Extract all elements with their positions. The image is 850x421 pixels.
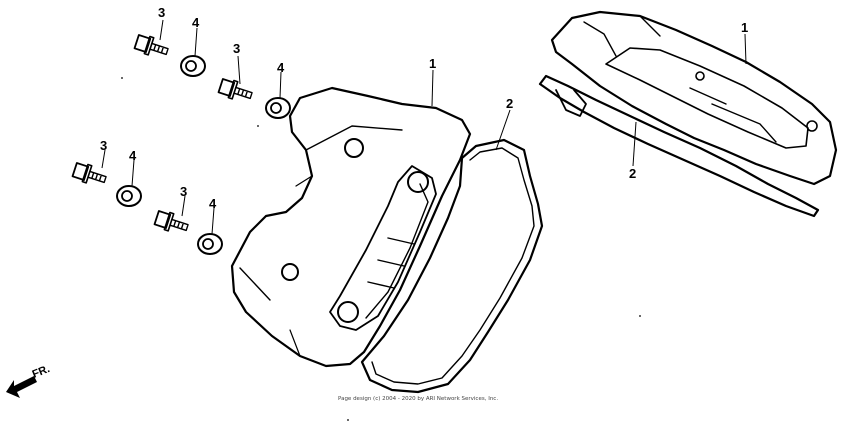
head-cover-front[interactable] xyxy=(230,86,472,368)
leader-lines xyxy=(101,19,747,235)
front-direction-arrow: FR. xyxy=(6,363,52,398)
callout-gasket-front: 2 xyxy=(506,96,513,111)
speck xyxy=(257,125,259,127)
flange-bolt-icon xyxy=(133,34,169,56)
callout-washer-4: 4 xyxy=(209,196,217,211)
speck xyxy=(347,419,349,421)
callout-washer-3: 4 xyxy=(129,148,137,163)
flange-bolt-icon xyxy=(71,162,107,184)
flange-bolt-icon xyxy=(217,78,253,100)
seal-washer-icon xyxy=(180,55,206,77)
bolt-washer-set-4[interactable] xyxy=(153,209,223,255)
callout-bolt-1: 3 xyxy=(158,5,165,20)
bolt-washer-set-3[interactable] xyxy=(71,161,142,207)
seal-washer-icon xyxy=(197,233,223,255)
gasket-rear[interactable] xyxy=(538,74,820,218)
head-cover-rear[interactable] xyxy=(550,10,838,186)
callout-gasket-rear: 2 xyxy=(629,166,636,181)
gasket-front[interactable] xyxy=(360,138,544,394)
flange-bolt-icon xyxy=(153,210,189,232)
seal-washer-icon xyxy=(265,97,291,119)
arrow-icon xyxy=(6,376,37,398)
callout-bolt-4: 3 xyxy=(180,184,187,199)
speck xyxy=(121,77,123,79)
seal-washer-icon xyxy=(116,185,142,207)
copyright-text: Page design (c) 2004 - 2020 by ARI Netwo… xyxy=(338,396,498,402)
callout-bolt-2: 3 xyxy=(233,41,240,56)
callout-washer-2: 4 xyxy=(277,60,285,75)
callout-cover-front: 1 xyxy=(429,56,436,71)
bolt-washer-set-1[interactable] xyxy=(133,33,206,77)
bolt-washer-set-2[interactable] xyxy=(217,77,291,119)
speck xyxy=(639,315,641,317)
callout-washer-1: 4 xyxy=(192,15,200,30)
direction-label: FR. xyxy=(31,363,52,381)
callout-bolt-3: 3 xyxy=(100,138,107,153)
callout-cover-rear: 1 xyxy=(741,20,748,35)
